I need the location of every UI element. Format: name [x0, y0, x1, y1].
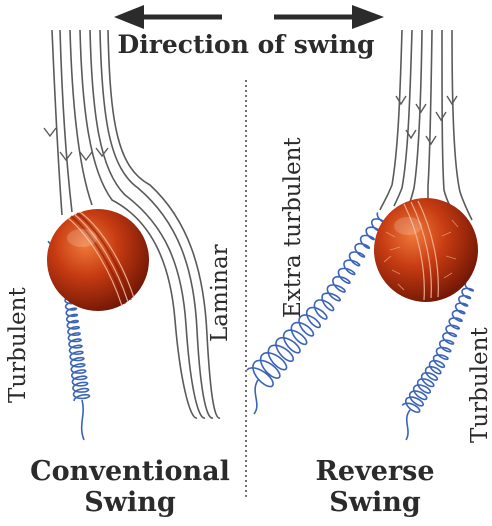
flow-arrow-icon: [416, 104, 426, 112]
laminar-label: Laminar: [207, 252, 233, 342]
extra-turbulent-label: Extra turbulent: [280, 158, 306, 318]
direction-of-swing-title: Direction of swing: [0, 30, 492, 59]
right-turbulence-coil: [402, 283, 473, 440]
flow-arrow-icon: [44, 128, 56, 136]
flow-arrow-icon: [426, 136, 436, 144]
swing-line: Swing: [20, 487, 240, 518]
flow-arrow-icon: [436, 112, 446, 120]
left-cricket-ball: [47, 209, 149, 311]
right-arrow-icon: [274, 5, 384, 29]
swing-line: Swing: [300, 487, 450, 518]
right-flow-markers: [396, 96, 457, 144]
conventional-swing-caption: Conventional Swing: [20, 456, 240, 518]
flow-arrow-icon: [396, 96, 406, 104]
right-cricket-ball: [374, 198, 478, 302]
reverse-line: Reverse: [300, 456, 450, 487]
right-turbulent-label: Turbulent: [467, 343, 492, 443]
left-turbulent-label: Turbulent: [5, 303, 31, 403]
left-arrow-icon: [114, 5, 222, 29]
conventional-line: Conventional: [20, 456, 240, 487]
flow-arrow-icon: [80, 152, 92, 160]
reverse-swing-caption: Reverse Swing: [300, 456, 450, 518]
right-extra-turbulence-coil: [247, 212, 384, 414]
